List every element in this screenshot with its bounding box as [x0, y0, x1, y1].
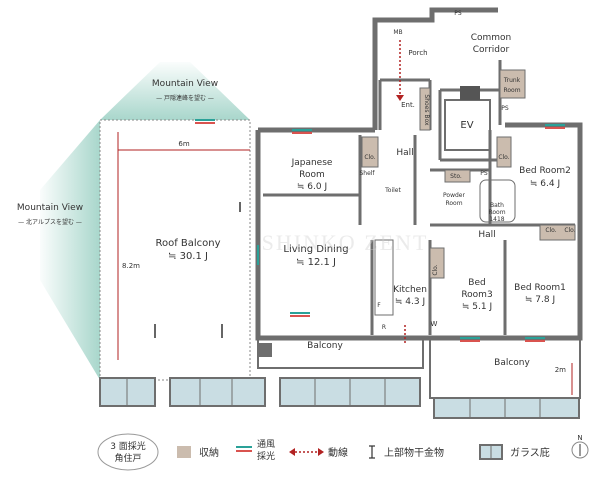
clo-label-bed1-b: Clo. [564, 227, 575, 234]
clo-label-japanese: Clo. [364, 154, 375, 161]
trunk-room-label-1: Trunk [503, 77, 521, 84]
toilet-label: Toilet [384, 187, 401, 194]
mountain-view-top-fan [100, 62, 250, 120]
bath-room-label-3: 1418 [489, 216, 504, 223]
room-roof-balcony-name: Roof Balcony [155, 238, 220, 249]
room-bed2-name: Bed Room2 [519, 166, 571, 176]
room-roof-balcony-size: ≒ 30.1 J [168, 251, 208, 262]
room-bed3-size: ≒ 5.1 J [462, 302, 492, 312]
bath-room-label-1: Bath [490, 202, 504, 209]
kitchen-counter [374, 239, 394, 316]
powder-room-label-2: Room [445, 200, 462, 207]
ent-label: Ent. [401, 101, 415, 109]
legend-vent-label-2: 採光 [257, 450, 275, 462]
mb-label: MB [393, 29, 402, 36]
legend-hardware-label: 上部物干金物 [384, 446, 444, 459]
common-corridor-line1: Common [471, 33, 512, 43]
shelf-label: Shelf [359, 170, 375, 177]
sto-label: Sto. [450, 173, 462, 180]
powder-room-label-1: Powder [443, 192, 465, 199]
room-bed3-name2: Room3 [461, 290, 492, 300]
roof-balcony-outline [99, 119, 251, 381]
dimension-height: 8.2m [122, 262, 140, 270]
room-japanese-size: ≒ 6.0 J [297, 182, 327, 192]
hall-lower-label: Hall [478, 230, 495, 240]
room-japanese-name: Japanese [291, 158, 333, 168]
flow-lines [399, 40, 406, 345]
legend-badge-line1: 3 面採光 [110, 440, 146, 452]
bath-tub [479, 179, 516, 223]
clo-label-bed2: Clo. [498, 154, 509, 161]
shoes-box-label: Shoes Box [423, 94, 430, 126]
trunk-room-label-2: Room [503, 87, 520, 94]
storage-blocks [361, 69, 576, 279]
w-label: W [431, 320, 438, 328]
legend-hardware-icon [369, 445, 375, 459]
hall-upper-label: Hall [396, 148, 413, 158]
view-left-subtitle: — 北アルプスを望む — [18, 218, 82, 226]
flow-arrow [396, 95, 404, 101]
room-bed1-name: Bed Room1 [514, 283, 566, 293]
north-compass-icon [571, 441, 589, 459]
view-top-title: Mountain View [152, 79, 218, 89]
room-kitchen-size: ≒ 4.3 J [395, 297, 425, 307]
legend-badge-line2: 角住戸 [114, 452, 141, 464]
porch-label: Porch [408, 49, 427, 57]
ps-right-label: PS [501, 105, 509, 112]
clo-label-bed1-a: Clo. [545, 227, 556, 234]
room-bed2-size: ≒ 6.4 J [530, 179, 560, 189]
legend-storage-label: 収納 [199, 446, 219, 459]
elevator-door [460, 86, 480, 100]
clo-label-bed3: Clo. [432, 264, 439, 275]
r-label: R [382, 324, 386, 331]
bath-room-label-2: Room [488, 209, 505, 216]
room-kitchen-name: Kitchen [393, 285, 427, 295]
legend-flow-arrow-left [289, 448, 295, 456]
legend-flow-arrow-right [318, 448, 324, 456]
room-living-dining-name: Living Dining [283, 244, 348, 255]
watermark: SHINKO ZENT [262, 230, 429, 255]
legend-storage-swatch [177, 446, 191, 458]
dimension-lines [117, 132, 573, 395]
north-label: N [577, 434, 582, 442]
legend-flow-label: 動線 [328, 446, 348, 459]
legend: 3 面採光 角住戸 収納 通風 採光 動線 上部物干金物 ガラス庇 N [97, 433, 589, 471]
hardware-marks [154, 202, 241, 338]
room-bed3-name: Bed [468, 278, 485, 288]
balcony-right-label: Balcony [494, 358, 530, 368]
legend-vent-label-1: 通風 [257, 439, 275, 450]
legend-badge-outline [97, 433, 159, 471]
ev-label: EV [460, 120, 473, 131]
dimension-balcony: 2m [555, 366, 566, 374]
dimension-width: 6m [178, 140, 189, 148]
room-bed1-size: ≒ 7.8 J [525, 295, 555, 305]
room-living-dining-size: ≒ 12.1 J [296, 257, 336, 268]
balcony-left-label: Balcony [307, 341, 343, 351]
room-japanese-name2: Room [299, 170, 325, 180]
ventilation-markers [195, 119, 565, 342]
legend-glass-label: ガラス庇 [510, 446, 550, 459]
glass-canopies [99, 377, 580, 419]
view-top-subtitle: — 戸隠連峰を望む — [156, 94, 214, 102]
balcony-pillar [258, 343, 272, 357]
fridge-label: F [377, 302, 381, 309]
common-corridor-line2: Corridor [473, 45, 510, 55]
ps-small-label: PS [480, 170, 488, 177]
mountain-view-left-fan [40, 120, 100, 380]
view-left-title: Mountain View [17, 203, 83, 213]
ps-top-label: PS [454, 10, 462, 17]
